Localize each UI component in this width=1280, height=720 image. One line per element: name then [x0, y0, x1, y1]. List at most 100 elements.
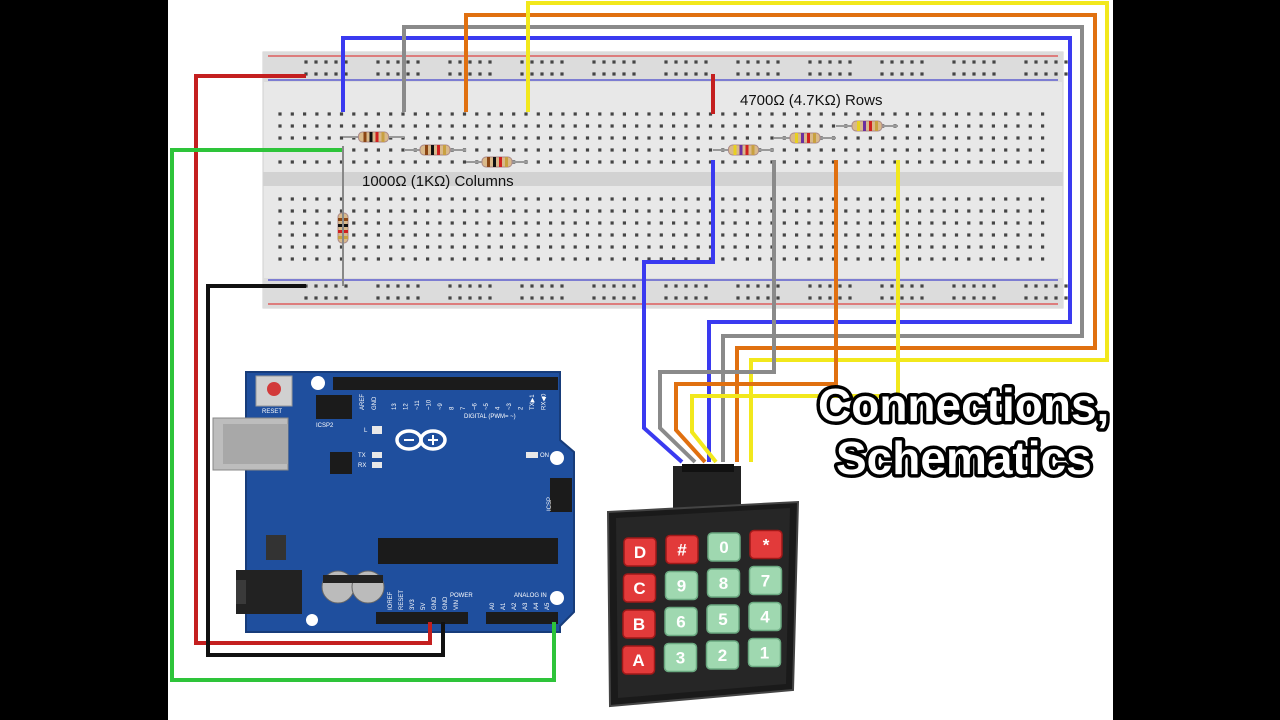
title-line-1: Connections,	[818, 379, 1109, 431]
keypad-key[interactable]: 6	[664, 606, 698, 637]
title-line-2: Schematics	[836, 432, 1092, 484]
keypad-key-label: A	[632, 651, 644, 670]
icsp-label: ICSP	[547, 497, 553, 511]
keypad-key[interactable]: 5	[706, 604, 740, 634]
keypad-keys: D #0 * C 9 8 7B 6 5 4A 3 2 1	[621, 529, 783, 675]
keypad-key-label: C	[633, 579, 645, 598]
keypad-key[interactable]: B	[622, 609, 656, 639]
keypad-key[interactable]: D	[623, 537, 657, 567]
black-wire-gnd	[206, 284, 445, 657]
icsp2-label: ICSP2	[316, 423, 334, 429]
header-pin-label: GND	[372, 396, 378, 410]
keypad-key[interactable]: A	[621, 645, 656, 675]
analog-pin-label: A4	[534, 602, 540, 610]
keypad-key-label: 7	[761, 572, 770, 591]
digital-pin-label: 7	[461, 406, 467, 410]
yellow-wire-r4	[690, 160, 900, 464]
column-resistor-2	[404, 144, 466, 156]
breadboard	[262, 51, 1068, 309]
arduino-uno-board: RESET ICSP2 ICSP DIGITAL (PWM= ~) L TX R…	[212, 371, 575, 633]
schematic-canvas: RESET ICSP2 ICSP DIGITAL (PWM= ~) L TX R…	[168, 0, 1113, 720]
wires	[170, 1, 1109, 682]
analog-pin-label: A2	[512, 602, 518, 610]
arduino-logo	[395, 429, 447, 451]
power-pin-label: GND	[443, 596, 449, 610]
keypad-key[interactable]: 8	[706, 568, 741, 598]
digital-pin-label: 4	[496, 406, 502, 410]
keypad-key[interactable]: 3	[663, 642, 698, 673]
digital-pin-label: ~5	[484, 402, 490, 410]
keypad-key-label: D	[634, 543, 646, 562]
analog-pin-label: A0	[490, 602, 496, 610]
blue-wire-c1	[341, 36, 1072, 462]
header-pin-label: AREF	[360, 394, 366, 410]
keypad-key-label: 1	[760, 644, 769, 663]
keypad-key[interactable]: #	[665, 534, 699, 565]
keypad-4x4: D #0 * C 9 8 7B 6 5 4A 3 2 1	[606, 464, 800, 708]
digital-pin-label: TX▶1	[530, 394, 536, 410]
analog-pin-label: A3	[523, 602, 529, 610]
keypad-key-label: 3	[676, 649, 685, 668]
row-resistor-1	[713, 144, 774, 156]
power-pin-label: GND	[432, 596, 438, 610]
tx-label: TX	[358, 453, 366, 459]
power-pin-label: 5V	[421, 603, 427, 610]
columns-resistor-label: 1000Ω (1KΩ) Columns	[362, 173, 514, 190]
red-wire-5v	[194, 74, 432, 645]
keypad-key-label: *	[763, 536, 770, 555]
digital-pin-label: 12	[404, 403, 410, 410]
row-resistor-3	[836, 120, 898, 132]
power-pin-label: RESET	[399, 590, 405, 610]
column-resistor-3	[466, 156, 528, 168]
reset-label: RESET	[262, 409, 282, 415]
arduino-pin-labels: IOREF RESET 3V3 5V GND GND VIN A0 A1 A2 A3 A4 A5 13 12…	[360, 393, 551, 610]
column-resistor-1	[343, 131, 404, 143]
green-wire-a5	[170, 148, 556, 682]
power-label: POWER	[450, 593, 473, 599]
power-pin-label: VIN	[454, 600, 460, 610]
digital-label: DIGITAL (PWM= ~)	[464, 414, 516, 420]
orange-wire-r3	[674, 160, 838, 464]
gray-wire-r2	[658, 160, 776, 464]
rows-resistor-label: 4700Ω (4.7KΩ) Rows	[740, 92, 883, 109]
yellow-wire-c4	[526, 1, 1109, 462]
digital-pin-label: ~3	[507, 402, 513, 410]
keypad-key-label: 8	[719, 574, 728, 593]
digital-pin-label: ~11	[415, 400, 421, 410]
keypad-key[interactable]: 1	[747, 637, 782, 668]
orange-wire-c3	[464, 13, 1097, 462]
keypad-key[interactable]: *	[749, 529, 783, 560]
breadboard-holes	[278, 60, 1068, 300]
rx-label: RX	[358, 463, 366, 469]
keypad-key-label: 6	[676, 613, 685, 632]
keypad-key-label: 9	[677, 577, 686, 596]
keypad-key[interactable]: 9	[664, 570, 699, 601]
keypad-key-label: 5	[718, 610, 727, 629]
power-pin-label: 3V3	[410, 599, 416, 610]
keypad-key[interactable]: 0	[707, 532, 741, 562]
digital-pin-label: ~9	[438, 402, 444, 410]
keypad-key-label: #	[677, 541, 687, 560]
digital-pin-label: 13	[392, 403, 398, 410]
power-pin-label: IOREF	[388, 591, 394, 610]
digital-pin-label: ~6	[473, 402, 479, 410]
digital-pin-label: ~10	[427, 399, 433, 410]
analog-pin-label: A1	[501, 602, 507, 610]
circuit-diagram: RESET ICSP2 ICSP DIGITAL (PWM= ~) L TX R…	[170, 1, 1113, 708]
gray-wire-c2	[402, 25, 1084, 462]
blue-wire-r1	[642, 160, 715, 464]
keypad-key[interactable]: 2	[705, 640, 740, 670]
keypad-key-label: 0	[719, 538, 728, 557]
analog-pin-label: A5	[545, 602, 551, 610]
keypad-key-label: B	[633, 615, 645, 634]
keypad-key[interactable]: 4	[748, 601, 782, 632]
on-label: ON	[540, 453, 549, 459]
row-resistor-2	[774, 132, 836, 144]
keypad-key[interactable]: C	[622, 573, 657, 603]
keypad-key-label: 4	[760, 608, 770, 627]
digital-pin-label: RX◀0	[542, 393, 548, 410]
led-l-label: L	[364, 428, 368, 434]
keypad-key[interactable]: 7	[748, 565, 783, 596]
digital-pin-label: 8	[450, 406, 456, 410]
digital-pin-label: 2	[519, 406, 525, 410]
